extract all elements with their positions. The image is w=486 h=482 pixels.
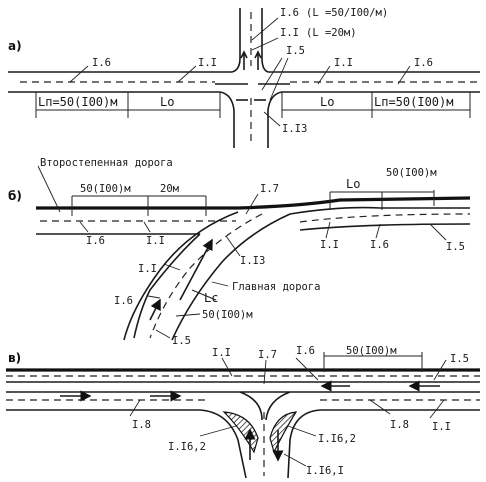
v-label-1-6: I.6 [296, 345, 315, 357]
b-label-1-6-right: I.6 [370, 239, 389, 251]
b-label-1-1-right: I.I [320, 239, 339, 251]
b-secondary-road: Второстепенная дорога [40, 157, 173, 169]
b-label-1-1-bottom: I.I [138, 263, 157, 275]
b-dim-20: 20м [160, 183, 180, 195]
a-label-1-5: I.5 [286, 45, 305, 57]
a-dim-lp-left: Lп=50(I00)м [38, 95, 117, 109]
b-label-1-6-bottom: I.6 [114, 295, 133, 307]
island-right [269, 411, 298, 454]
v-label-1-16-2-right: I.I6,2 [318, 433, 356, 445]
a-label-1-1-left: I.I [198, 57, 217, 69]
section-a-label: а) [8, 39, 22, 53]
b-lc: Lc [204, 291, 218, 305]
b-label-1-1-left: I.I [146, 235, 165, 247]
b-label-1-5-bottom: I.5 [172, 335, 191, 347]
b-label-1-6-left: I.6 [86, 235, 105, 247]
island-left [222, 411, 259, 454]
b-label-1-13: I.I3 [240, 255, 265, 267]
v-label-1-1-right: I.I [432, 421, 451, 433]
a-label-1-13: I.I3 [282, 123, 307, 135]
section-v: в) [6, 345, 480, 479]
section-b: б) Второстеп [8, 157, 471, 347]
a-label-1-1-right: I.I [334, 57, 353, 69]
v-label-1-16-1: I.I6,I [306, 465, 344, 477]
v-label-1-5: I.5 [450, 353, 469, 365]
a-dim-lo-left: Lo [160, 95, 174, 109]
a-label-1-1-top: I.I [280, 27, 299, 39]
v-label-1-16-2-left: I.I6,2 [168, 441, 206, 453]
v-dim-50: 50(I00)м [346, 345, 397, 357]
b-label-1-5-right: I.5 [446, 241, 465, 253]
b-main-road: Главная дорога [232, 281, 321, 293]
v-label-1-8-right: I.8 [390, 419, 409, 431]
v-label-1-1-top: I.I [212, 347, 231, 359]
b-dim-50-right: 50(I00)м [386, 167, 437, 179]
a-label-1-6-top-note: (L =50/I00/м) [306, 7, 388, 19]
b-dim-lo: Lo [346, 177, 360, 191]
section-b-label: б) [8, 189, 22, 203]
v-label-1-7: I.7 [258, 349, 277, 361]
a-label-1-6-left: I.6 [92, 57, 111, 69]
a-dim-lp-right: Lп=50(I00)м [374, 95, 453, 109]
v-label-1-8-left: I.8 [132, 419, 151, 431]
a-label-1-6-top: I.6 [280, 7, 299, 19]
a-label-1-6-right: I.6 [414, 57, 433, 69]
section-a: а) I.6 I [8, 7, 480, 148]
b-dim-50-bottom: 50(I00)м [202, 309, 253, 321]
b-label-1-7: I.7 [260, 183, 279, 195]
a-dim-lo-right: Lo [320, 95, 334, 109]
section-v-label: в) [8, 351, 21, 365]
b-dim-50: 50(I00)м [80, 183, 131, 195]
a-label-1-1-top-note: (L =20м) [306, 27, 357, 39]
